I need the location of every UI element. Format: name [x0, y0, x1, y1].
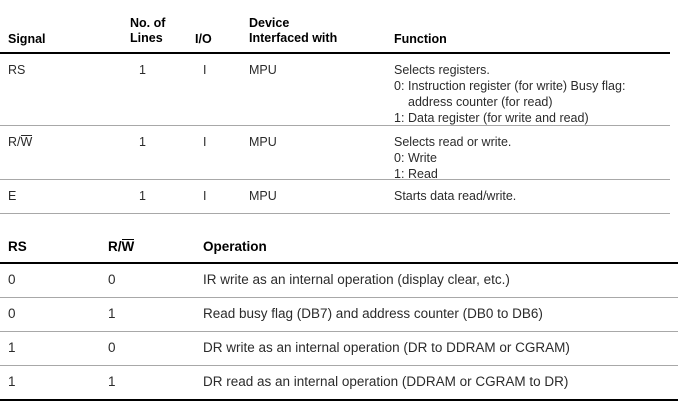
cell-io: I — [203, 63, 207, 77]
cell-rs: 0 — [8, 272, 16, 287]
signal-table-header-rule — [0, 52, 670, 54]
function-line: 0:Instruction register (for write) Busy … — [394, 79, 626, 93]
cell-rw: 0 — [108, 340, 116, 355]
column-header-operation: Operation — [203, 239, 267, 254]
function-line: Selects read or write. — [394, 135, 512, 149]
column-header-rs: RS — [8, 239, 27, 254]
cell-function: Selects registers. 0:Instruction registe… — [394, 62, 674, 126]
function-line: Starts data read/write. — [394, 189, 517, 203]
cell-rw: 0 — [108, 272, 116, 287]
row-separator — [0, 297, 678, 298]
row-separator — [0, 125, 670, 126]
cell-operation: DR write as an internal operation (DR to… — [203, 340, 570, 355]
table-row: E 1 I MPU Starts data read/write. — [0, 180, 670, 213]
signal-table-bottom-rule — [0, 213, 670, 214]
cell-function: Selects read or write. 0:Write 1:Read — [394, 134, 674, 182]
column-header-function: Function — [394, 32, 447, 46]
cell-device: MPU — [249, 63, 277, 77]
cell-lines: 1 — [139, 135, 146, 149]
function-line: 1:Data register (for write and read) — [394, 111, 589, 125]
table-row: 1 1 DR read as an internal operation (DD… — [0, 366, 678, 399]
table-row: 0 1 Read busy flag (DB7) and address cou… — [0, 298, 678, 331]
operation-table: RS R/W Operation 0 0 IR write as an inte… — [0, 232, 678, 401]
column-header-lines: No. of Lines — [130, 16, 166, 45]
function-line: Selects registers. — [394, 63, 490, 77]
signal-description-table: Signal No. of Lines I/O Device Interface… — [0, 0, 670, 214]
function-line: 1:Read — [394, 167, 438, 181]
cell-device: MPU — [249, 189, 277, 203]
column-header-signal: Signal — [8, 32, 46, 46]
operation-table-bottom-rule — [0, 399, 678, 401]
function-line: 0:Write — [394, 151, 437, 165]
column-header-rw: R/W — [108, 239, 135, 254]
cell-signal: E — [8, 189, 17, 203]
cell-device: MPU — [249, 135, 277, 149]
column-header-io: I/O — [195, 32, 212, 46]
signal-table-header-row: Signal No. of Lines I/O Device Interface… — [0, 0, 670, 52]
cell-signal: RS — [8, 63, 26, 77]
cell-rs: 1 — [8, 374, 16, 389]
overline-w: W — [20, 135, 33, 149]
cell-lines: 1 — [139, 189, 146, 203]
cell-rs: 1 — [8, 340, 16, 355]
row-separator — [0, 365, 678, 366]
column-header-device: Device Interfaced with — [249, 16, 338, 45]
operation-table-header-row: RS R/W Operation — [0, 232, 678, 262]
cell-lines: 1 — [139, 63, 146, 77]
overline-w: W — [121, 239, 135, 254]
table-row: RS 1 I MPU Selects registers. 0:Instruct… — [0, 54, 670, 125]
cell-rs: 0 — [8, 306, 16, 321]
cell-function: Starts data read/write. — [394, 188, 674, 204]
operation-table-header-rule — [0, 262, 678, 264]
table-row: R/W 1 I MPU Selects read or write. 0:Wri… — [0, 126, 670, 181]
cell-operation: DR read as an internal operation (DDRAM … — [203, 374, 569, 389]
cell-io: I — [203, 135, 207, 149]
cell-io: I — [203, 189, 207, 203]
cell-rw: 1 — [108, 374, 116, 389]
table-row: 1 0 DR write as an internal operation (D… — [0, 332, 678, 365]
row-separator — [0, 331, 678, 332]
row-separator — [0, 179, 670, 180]
table-row: 0 0 IR write as an internal operation (d… — [0, 264, 678, 297]
function-line: address counter (for read) — [408, 95, 553, 109]
cell-rw: 1 — [108, 306, 116, 321]
cell-signal: R/W — [8, 135, 33, 149]
cell-operation: Read busy flag (DB7) and address counter… — [203, 306, 543, 321]
cell-operation: IR write as an internal operation (displ… — [203, 272, 510, 287]
